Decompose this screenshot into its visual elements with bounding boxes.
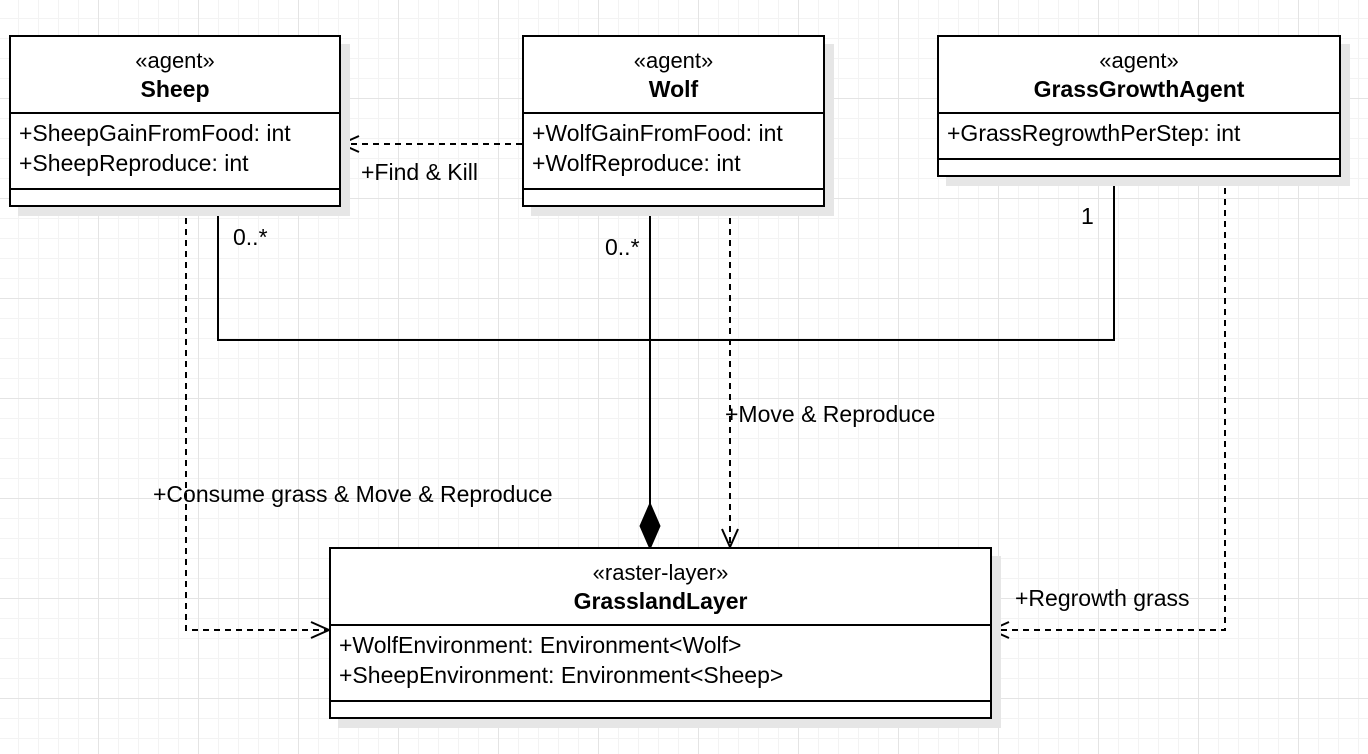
attribute: +WolfEnvironment: Environment<Wolf> (339, 632, 742, 658)
composition-diamond (639, 501, 661, 551)
class-name: GrassGrowthAgent (1033, 75, 1245, 102)
wolf-multiplicity: 0..* (605, 234, 640, 260)
class-header: «agent» Sheep (11, 37, 339, 114)
class-name: Wolf (648, 75, 699, 102)
consume-dependency (185, 207, 329, 630)
attribute: +WolfReproduce: int (532, 150, 741, 176)
attributes-compartment: +WolfGainFromFood: int +WolfReproduce: i… (524, 114, 823, 190)
stereotype-label: «raster-layer» (592, 559, 729, 585)
grassland-layer-class[interactable]: «raster-layer» GrasslandLayer +WolfEnvir… (329, 547, 992, 719)
sheep-grass-association (217, 177, 1115, 341)
grass-growth-agent-class[interactable]: «agent» GrassGrowthAgent +GrassRegrowthP… (937, 35, 1341, 177)
attributes-compartment: +WolfEnvironment: Environment<Wolf> +She… (331, 626, 990, 702)
stereotype-label: «agent» (633, 47, 714, 73)
attribute: +SheepGainFromFood: int (19, 120, 291, 146)
stereotype-label: «agent» (1099, 47, 1179, 73)
attribute: +WolfGainFromFood: int (532, 120, 783, 146)
regrowth-grass-label: +Regrowth grass (1015, 585, 1190, 611)
operations-compartment (331, 702, 990, 717)
move-reproduce-label: +Move & Reproduce (725, 401, 936, 427)
class-name: GrasslandLayer (573, 587, 748, 614)
attributes-compartment: +SheepGainFromFood: int +SheepReproduce:… (11, 114, 339, 190)
class-header: «agent» GrassGrowthAgent (939, 37, 1339, 114)
sheep-class[interactable]: «agent» Sheep +SheepGainFromFood: int +S… (9, 35, 341, 207)
class-name: Sheep (140, 75, 210, 102)
wolf-class[interactable]: «agent» Wolf +WolfGainFromFood: int +Wol… (522, 35, 825, 207)
find-kill-label: +Find & Kill (361, 159, 478, 185)
regrowth-dependency (991, 177, 1226, 630)
operations-compartment (939, 160, 1339, 175)
stereotype-label: «agent» (135, 47, 215, 73)
sheep-multiplicity: 0..* (233, 224, 268, 250)
attribute: +SheepEnvironment: Environment<Sheep> (339, 662, 784, 688)
operations-compartment (524, 190, 823, 205)
attribute: +SheepReproduce: int (19, 150, 249, 176)
operations-compartment (11, 190, 339, 205)
attribute: +GrassRegrowthPerStep: int (947, 120, 1241, 146)
consume-move-reproduce-label: +Consume grass & Move & Reproduce (153, 481, 553, 507)
class-header: «raster-layer» GrasslandLayer (331, 549, 990, 626)
grass-growth-multiplicity: 1 (1081, 203, 1094, 229)
attributes-compartment: +GrassRegrowthPerStep: int (939, 114, 1339, 160)
class-header: «agent» Wolf (524, 37, 823, 114)
